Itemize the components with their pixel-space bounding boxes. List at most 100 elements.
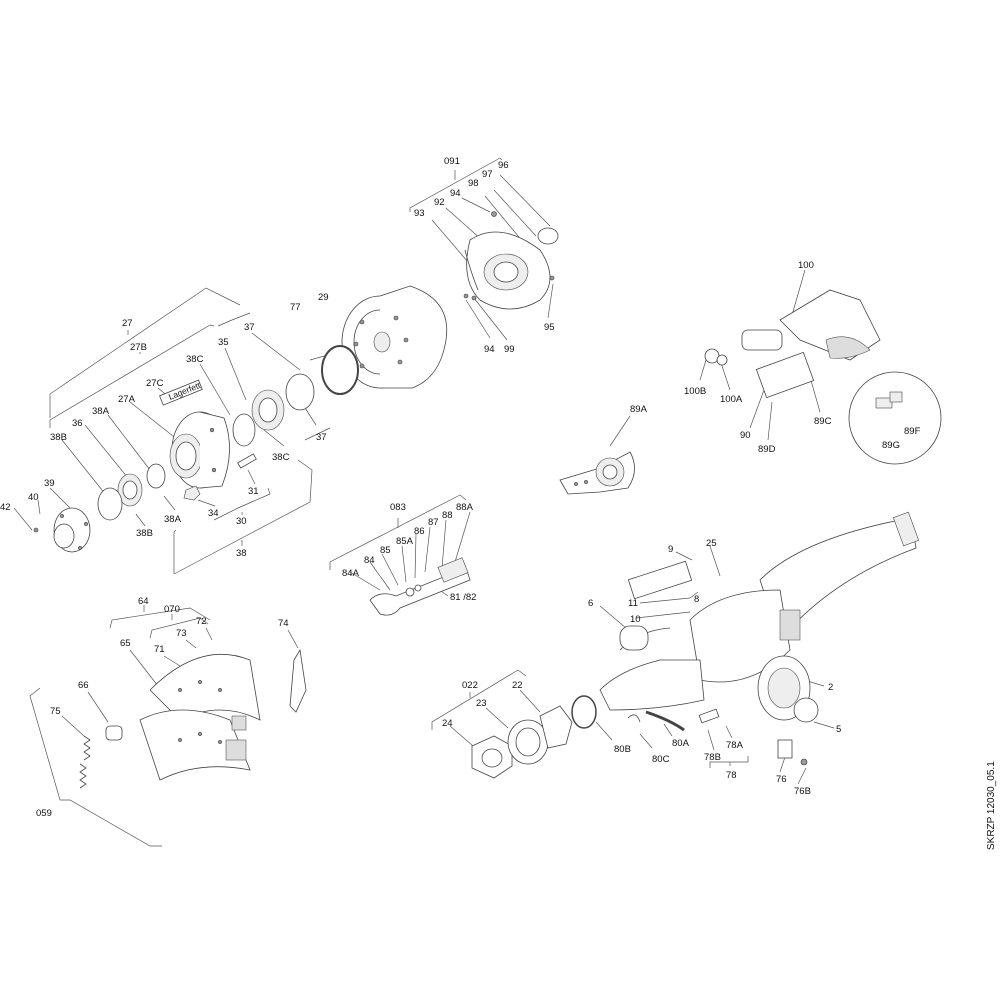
label-22: 22 xyxy=(512,680,523,691)
grease-tube xyxy=(159,379,203,406)
axle-beam xyxy=(599,511,920,723)
label-6: 6 xyxy=(588,598,593,609)
label-39: 39 xyxy=(44,478,55,489)
ring-37 xyxy=(285,373,315,411)
label-35: 35 xyxy=(218,337,229,348)
label-80b: 80B xyxy=(614,744,631,755)
hub-cap xyxy=(53,507,91,553)
brake-cylinder xyxy=(704,289,881,399)
label-78a: 78A xyxy=(726,740,744,751)
label-38b-b: 38B xyxy=(136,528,153,539)
brake-shoe xyxy=(139,653,261,781)
label-37-b: 37 xyxy=(316,432,327,443)
axle-nut-group xyxy=(471,695,720,779)
label-85a: 85A xyxy=(396,536,414,547)
label-89g: 89G xyxy=(882,440,900,451)
label-27a: 27A xyxy=(118,394,136,405)
parts-artwork xyxy=(33,211,942,789)
label-81-82: 81 /82 xyxy=(450,592,476,603)
sensor-block xyxy=(777,739,793,759)
label-11: 11 xyxy=(628,598,638,609)
slack-adjuster xyxy=(559,451,635,495)
label-100b: 100B xyxy=(684,386,706,397)
label-64: 64 xyxy=(138,596,149,607)
label-84a: 84A xyxy=(342,568,360,579)
label-94b: 94 xyxy=(484,344,495,355)
label-94: 94 xyxy=(450,188,461,199)
label-89f: 89F xyxy=(904,426,921,437)
label-84: 84 xyxy=(364,555,375,566)
label-87: 87 xyxy=(428,517,439,528)
label-88: 88 xyxy=(442,510,453,521)
label-72: 72 xyxy=(196,616,207,627)
label-85: 85 xyxy=(380,545,391,556)
label-65: 65 xyxy=(120,638,131,649)
label-40: 40 xyxy=(28,492,39,503)
label-100: 100 xyxy=(798,260,814,271)
label-27b: 27B xyxy=(130,342,147,353)
grease-label: Lagerfett xyxy=(167,380,202,402)
label-27c: 27C xyxy=(146,378,164,389)
dust-shield xyxy=(463,211,559,310)
wheel-hub xyxy=(169,411,230,489)
label-76b: 76B xyxy=(794,786,811,797)
camshaft xyxy=(369,557,471,616)
label-71: 71 xyxy=(154,644,165,655)
label-34: 34 xyxy=(208,508,219,519)
label-88a: 88A xyxy=(456,502,474,513)
label-89d: 89D xyxy=(758,444,776,455)
label-80a: 80A xyxy=(672,738,690,749)
label-73: 73 xyxy=(176,628,187,639)
label-76: 76 xyxy=(776,774,787,785)
retaining-clip xyxy=(289,648,307,713)
label-091: 091 xyxy=(444,156,460,167)
label-10: 10 xyxy=(630,614,641,625)
label-38c: 38C xyxy=(186,354,204,365)
label-27: 27 xyxy=(122,318,133,329)
label-42: 42 xyxy=(0,502,11,513)
label-95: 95 xyxy=(544,322,555,333)
label-89a: 89A xyxy=(630,404,648,415)
drawing-code: SKRZP 12030_05.1 xyxy=(986,761,997,850)
label-25: 25 xyxy=(706,538,717,549)
label-99: 99 xyxy=(504,344,515,355)
label-30: 30 xyxy=(236,516,247,527)
label-38a: 38A xyxy=(92,406,110,417)
label-070: 070 xyxy=(164,604,180,615)
bushing xyxy=(105,725,123,741)
label-38a-b: 38A xyxy=(164,514,182,525)
label-92: 92 xyxy=(434,197,445,208)
label-29: 29 xyxy=(318,292,329,303)
label-083: 083 xyxy=(390,502,406,513)
label-059: 059 xyxy=(36,808,52,819)
label-80c: 80C xyxy=(652,754,670,765)
label-93: 93 xyxy=(414,208,425,219)
callout-labels: 091 96 97 98 94 92 93 95 94 99 100 77 29… xyxy=(0,156,921,819)
label-97: 97 xyxy=(482,169,493,180)
label-98: 98 xyxy=(468,178,479,189)
label-96: 96 xyxy=(498,160,509,171)
label-89c: 89C xyxy=(814,416,832,427)
label-90: 90 xyxy=(740,430,751,441)
label-74: 74 xyxy=(278,618,289,629)
label-8: 8 xyxy=(694,594,699,605)
label-75: 75 xyxy=(50,706,61,717)
label-86: 86 xyxy=(414,526,425,537)
label-31: 31 xyxy=(248,486,259,497)
return-springs xyxy=(79,735,91,789)
label-36: 36 xyxy=(72,418,83,429)
seal-ring-38c xyxy=(232,413,256,447)
label-78: 78 xyxy=(726,770,737,781)
label-37: 37 xyxy=(244,322,255,333)
label-022: 022 xyxy=(462,680,478,691)
label-38c-b: 38C xyxy=(272,452,290,463)
leader-lines xyxy=(13,157,913,847)
detail-circle xyxy=(848,371,942,465)
label-77: 77 xyxy=(290,302,301,313)
label-66: 66 xyxy=(78,680,89,691)
seal-ring xyxy=(321,345,359,395)
label-5: 5 xyxy=(836,724,841,735)
label-38b: 38B xyxy=(50,432,67,443)
brake-drum xyxy=(341,285,448,389)
label-9: 9 xyxy=(668,544,673,555)
